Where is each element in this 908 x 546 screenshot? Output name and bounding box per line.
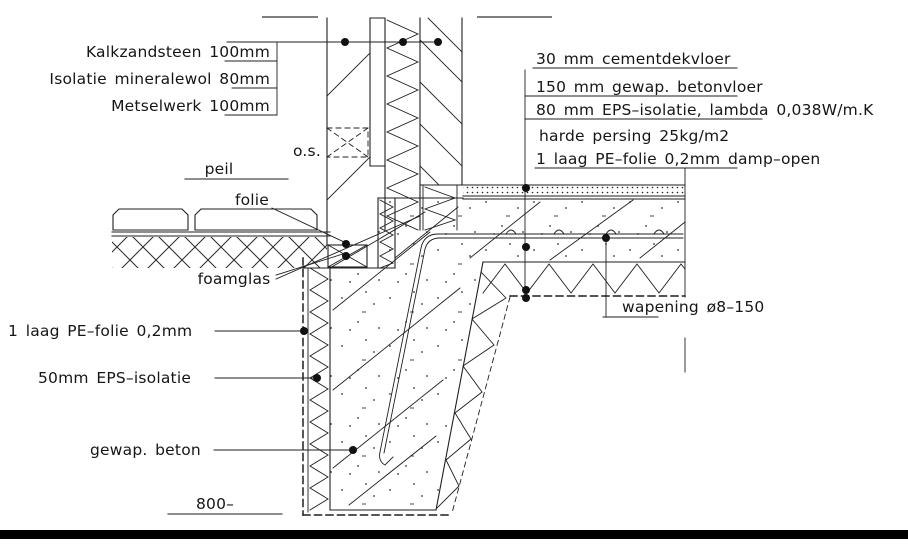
bottom-border-bar	[0, 530, 908, 539]
edge-insulation-strip	[377, 197, 396, 269]
label-folie: folie	[235, 191, 269, 209]
leader-lines	[167, 38, 763, 515]
label-eps-isolatie-80: 80 mm EPS–isolatie, lambda 0,038W/m.K	[536, 101, 874, 119]
foundation-left-eps-strip	[307, 267, 329, 513]
labels: Kalkzandsteen 100mm Isolatie mineralewol…	[8, 43, 874, 513]
mineral-wool-zigzag	[385, 19, 420, 231]
metselwerk-hatch	[419, 17, 463, 186]
label-harde-persing: harde persing 25kg/m2	[539, 127, 729, 145]
rebar	[379, 229, 684, 466]
label-isolatie-mineralewol: Isolatie mineralewol 80mm	[49, 70, 270, 88]
label-pe-folie-foundation: 1 laag PE–folie 0,2mm	[8, 322, 192, 340]
exterior-ground	[111, 208, 331, 237]
label-wapening: wapening ø8–150	[622, 298, 764, 316]
kalkzandsteen-hatch	[326, 52, 371, 201]
label-peil: peil	[205, 160, 234, 178]
foundation-beam	[302, 206, 511, 516]
label-pe-folie-damp-open: 1 laag PE–folie 0,2mm damp–open	[536, 150, 820, 168]
label-metselwerk: Metselwerk 100mm	[111, 97, 270, 115]
screed-dotted-band	[463, 186, 685, 196]
label-level-800: 800–	[196, 495, 234, 513]
label-kalkzandsteen: Kalkzandsteen 100mm	[86, 43, 270, 61]
cavity-wall	[326, 17, 463, 246]
floor-eps-zigzag	[482, 263, 686, 294]
foundation-sloped-eps-strip	[436, 271, 511, 514]
label-gewap-beton: gewap. beton	[90, 441, 201, 459]
foundation-pe-folie-dashed	[302, 257, 451, 516]
label-foamglas: foamglas	[198, 270, 271, 288]
open-joint-dashed-box	[326, 127, 369, 158]
label-eps-isolatie-50: 50mm EPS–isolatie	[38, 369, 191, 387]
paving-tile-left	[112, 208, 189, 231]
label-os: o.s.	[293, 142, 321, 160]
paving-tile-right	[194, 208, 318, 231]
slab-hatch	[469, 199, 686, 261]
ground-crosshatch	[112, 237, 327, 268]
concrete-stipple-fill	[330, 198, 685, 510]
label-betonvloer: 150 mm gewap. betonvloer	[536, 78, 763, 96]
floor-assembly	[377, 167, 686, 373]
label-cementdekvloer: 30 mm cementdekvloer	[536, 50, 731, 68]
